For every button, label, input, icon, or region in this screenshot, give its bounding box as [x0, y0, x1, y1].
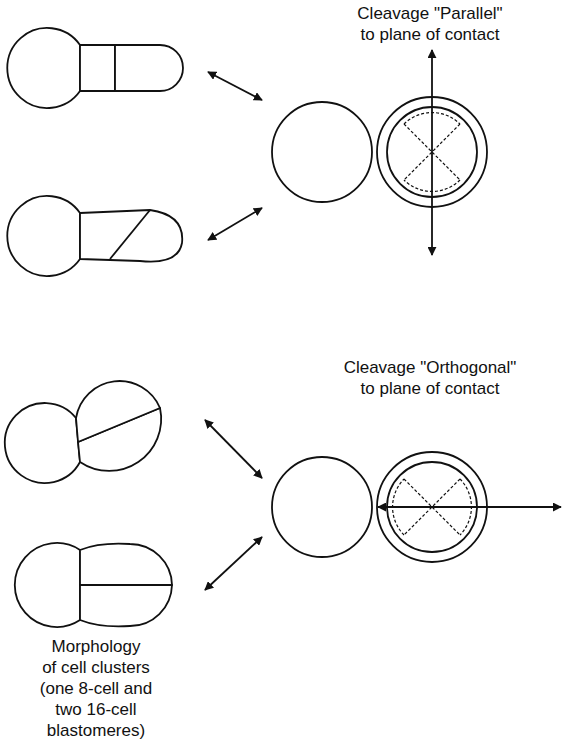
caption-label: Morphology of cell clusters (one 8-cell … — [35, 636, 157, 741]
double-arrow — [208, 72, 262, 100]
caption-label: Cleavage "Orthogonal" to plane of contac… — [320, 357, 540, 399]
cell-cluster — [7, 196, 182, 276]
cell-cluster — [7, 28, 183, 108]
cell-cluster — [15, 543, 172, 627]
double-arrow — [208, 208, 262, 240]
double-arrow — [205, 420, 262, 478]
cell-cluster — [5, 381, 161, 483]
caption-label: Cleavage "Parallel" to plane of contact — [325, 3, 535, 45]
axis-arrow — [378, 506, 561, 508]
axis-arrow — [431, 50, 433, 255]
double-arrow — [205, 537, 262, 590]
cleavage-figure — [272, 97, 487, 207]
